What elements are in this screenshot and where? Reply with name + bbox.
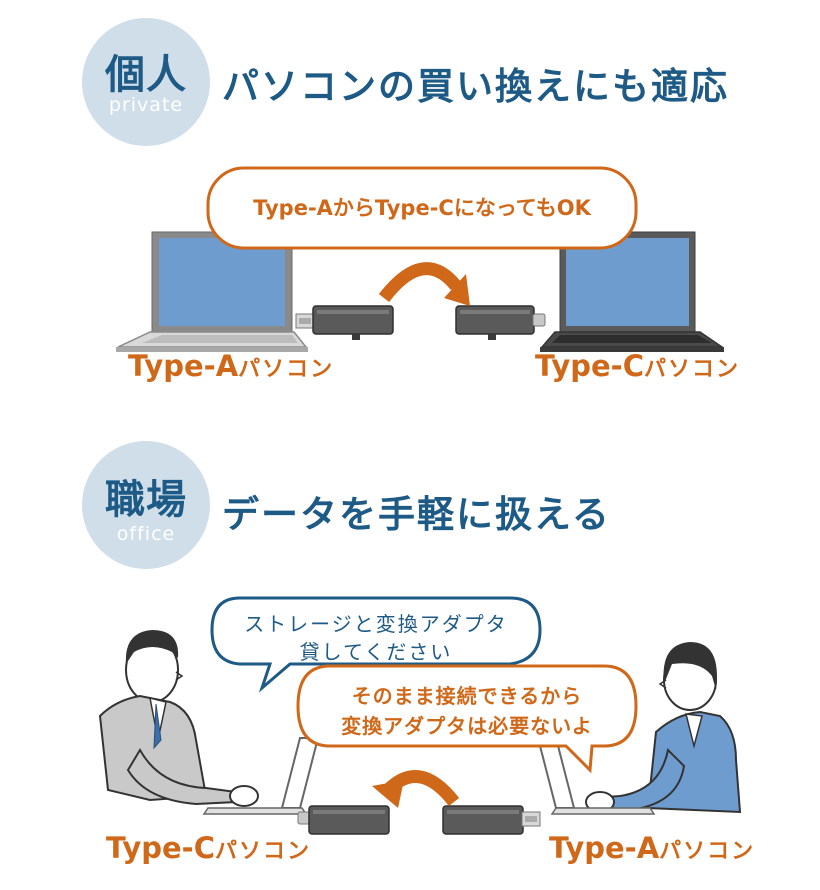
man-illustration xyxy=(98,630,259,807)
label-type-c-main: Type-C xyxy=(535,349,644,383)
private-heading: パソコンの買い換えにも適応 xyxy=(222,65,729,108)
private-bubble-text: Type-AからType-CになってもOK xyxy=(253,196,591,220)
label-type-c-pc: Type-Cパソコン xyxy=(535,349,740,383)
office-badge: 職場 office xyxy=(82,441,210,569)
usb-type-c-device xyxy=(455,305,546,340)
reply-bubble-line1: そのまま接続できるから xyxy=(351,684,583,708)
usb-type-a-device xyxy=(295,305,394,340)
office-label-type-a-kana: パソコン xyxy=(659,839,756,864)
private-badge-subtitle: private xyxy=(108,94,184,116)
office-heading: データを手軽に扱える xyxy=(222,493,611,536)
private-badge: 個人 private xyxy=(82,18,210,146)
label-type-c-kana: パソコン xyxy=(644,357,741,382)
reply-bubble-line2: 変換アダプタは必要ないよ xyxy=(341,714,593,738)
office-label-type-a-main: Type-A xyxy=(549,831,660,865)
laptop-left-illustration xyxy=(116,231,308,352)
office-label-type-c-main: Type-C xyxy=(106,831,215,865)
label-type-a-pc: Type-Aパソコン xyxy=(128,349,334,383)
request-bubble-line1: ストレージと変換アダプタ xyxy=(244,612,508,636)
private-badge-title: 個人 xyxy=(105,52,187,98)
office-label-type-c-pc: Type-Cパソコン xyxy=(106,831,311,865)
office-badge-title: 職場 xyxy=(105,477,187,523)
office-usb-type-a-device xyxy=(442,805,541,835)
request-speech-bubble xyxy=(210,596,542,693)
private-speech-bubble xyxy=(206,166,638,250)
request-bubble-line2: 貸してください xyxy=(299,640,453,664)
laptop-right-illustration xyxy=(540,231,725,352)
office-illustration xyxy=(98,596,742,835)
office-swap-arrow-icon xyxy=(372,770,460,808)
office-label-type-a-pc: Type-Aパソコン xyxy=(549,831,755,865)
private-illustration xyxy=(116,166,725,352)
office-usb-type-c-device xyxy=(297,805,390,835)
reply-speech-bubble xyxy=(296,664,638,774)
office-badge-subtitle: office xyxy=(116,523,176,545)
swap-arrow-icon xyxy=(378,262,470,306)
office-label-type-c-kana: パソコン xyxy=(215,839,312,864)
woman-illustration xyxy=(585,642,742,814)
label-type-a-main: Type-A xyxy=(128,349,239,383)
label-type-a-kana: パソコン xyxy=(238,357,335,382)
